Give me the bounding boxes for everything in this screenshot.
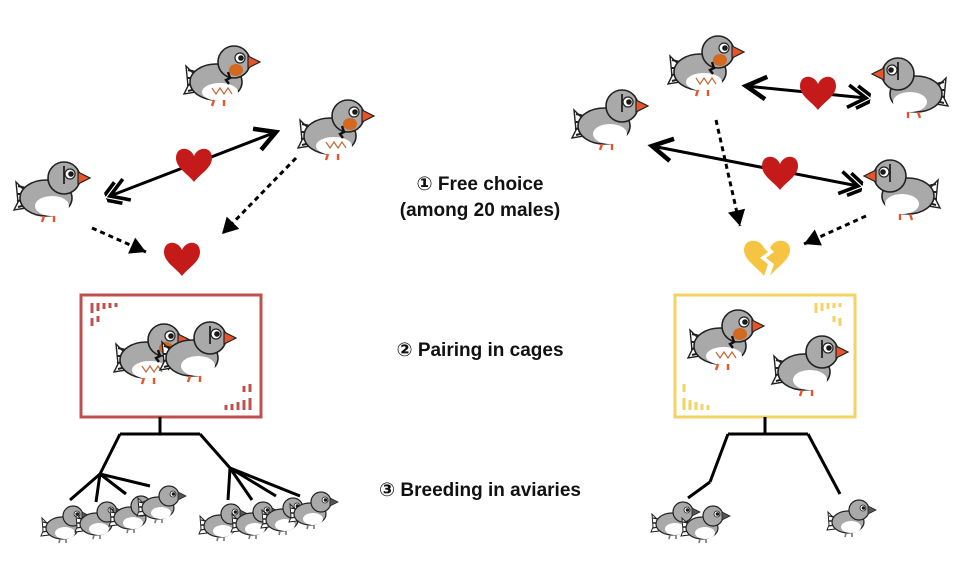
zebra-finch-icon [570, 88, 650, 152]
zebra-finch-icon [826, 499, 877, 538]
heart-icon [800, 76, 836, 110]
choice-arrow [652, 146, 858, 186]
cage-left [79, 293, 263, 419]
zebra-finch-icon [666, 34, 746, 98]
zebra-finch-icon [862, 158, 942, 222]
zebra-finch-icon [182, 44, 262, 108]
dotted-arrow [220, 156, 298, 236]
offspring-right [650, 499, 877, 544]
pedigree-left [69, 417, 301, 503]
heart-icon [176, 148, 212, 182]
dotted-arrow [803, 214, 867, 246]
broken-heart-icon [744, 240, 790, 276]
cage-right [673, 293, 857, 419]
step-2-label: ② Pairing in cages [396, 340, 564, 361]
step-1-label: ① Free choice (among 20 males) [360, 172, 600, 224]
dotted-arrow [91, 226, 147, 254]
zebra-finch-icon [296, 98, 376, 162]
zebra-finch-icon [870, 56, 950, 120]
step-3-label: ③ Breeding in aviaries [379, 480, 581, 501]
right-choice-group [570, 34, 950, 276]
left-choice-group [12, 44, 376, 276]
pedigree-right [687, 417, 842, 500]
heart-icon [762, 156, 798, 190]
step-1-subtitle: (among 20 males) [399, 200, 561, 221]
dotted-arrow [714, 119, 746, 227]
zebra-finch-icon [12, 160, 92, 224]
step-1-title: ① Free choice [416, 174, 544, 195]
heart-icon [164, 242, 200, 276]
